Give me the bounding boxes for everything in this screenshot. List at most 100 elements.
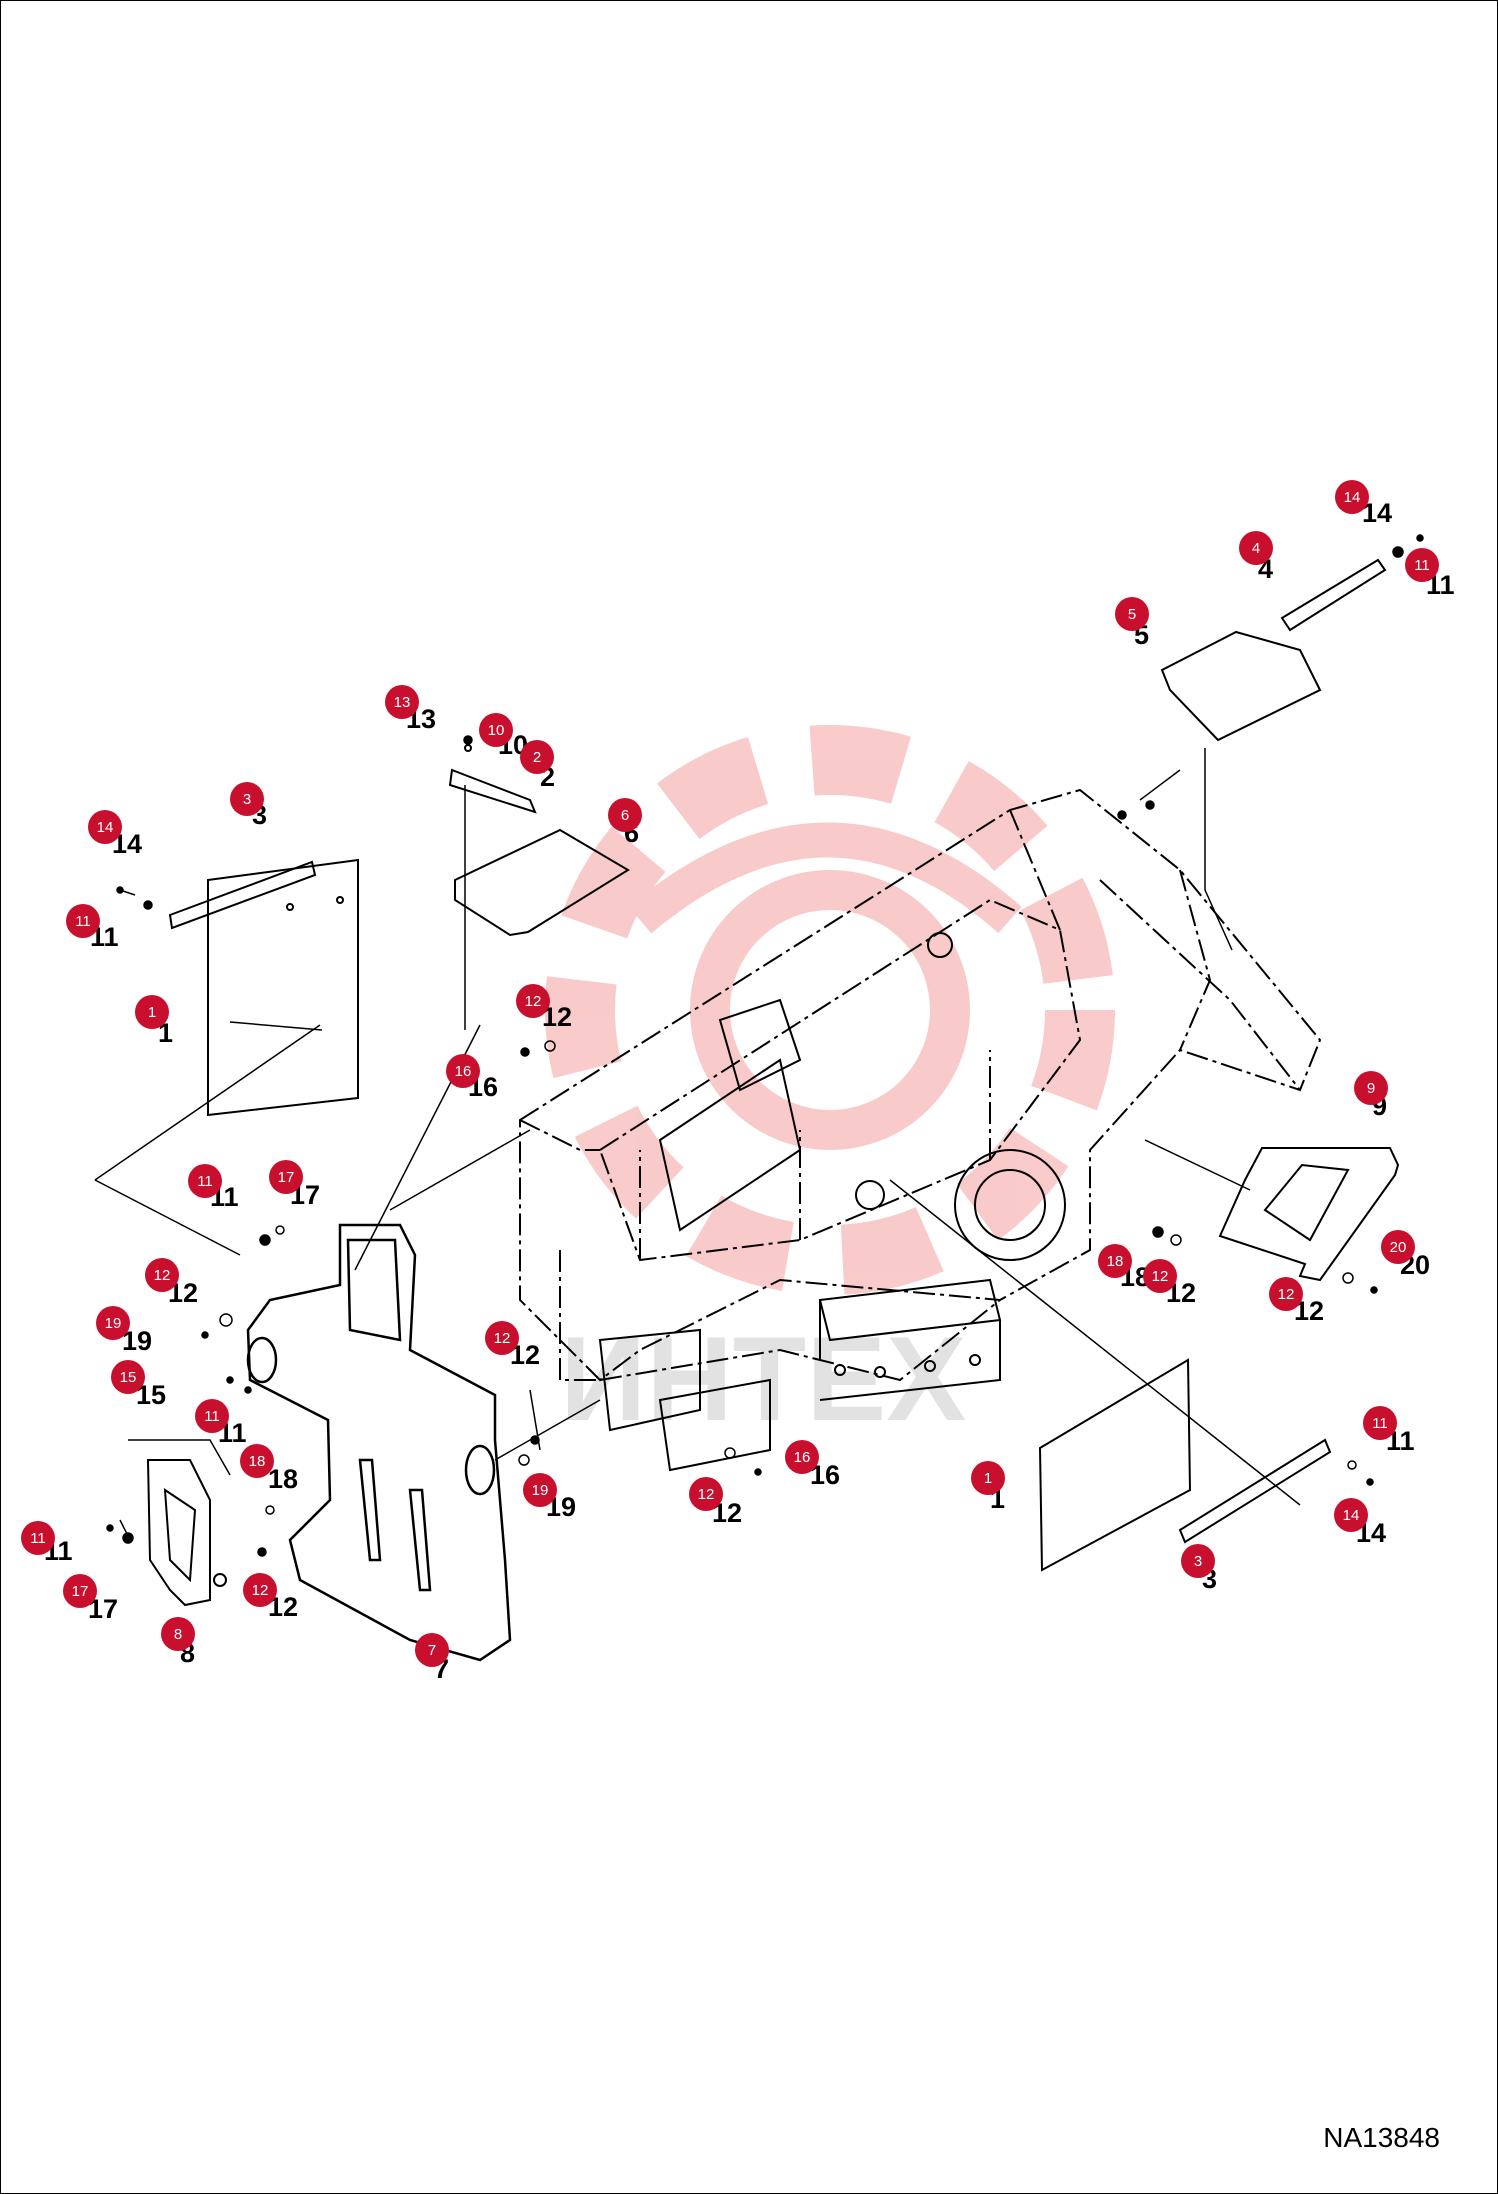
callout-label: 19 xyxy=(105,1315,122,1332)
hardware-fasteners xyxy=(106,534,1424,1557)
callout-label: 11 xyxy=(1414,557,1430,574)
callout-label: 17 xyxy=(72,1583,89,1600)
callout-badge-icon xyxy=(240,1444,274,1478)
callout-label: 9 xyxy=(1367,1080,1375,1097)
callout-c-5[interactable]: 55 xyxy=(1115,597,1149,650)
part-6-plate xyxy=(454,828,630,937)
callout-label: 12 xyxy=(1152,1268,1169,1285)
callout-badge-icon xyxy=(145,1258,179,1292)
callout-badge-icon xyxy=(479,713,513,747)
callout-c-9[interactable]: 99 xyxy=(1354,1071,1388,1121)
callout-badge-icon xyxy=(1335,480,1369,514)
part-1-right-panel xyxy=(1038,1358,1192,1572)
callout-label: 1 xyxy=(148,1004,156,1021)
drawing-number: NA13848 xyxy=(1323,2122,1440,2153)
callout-c-1-l[interactable]: 11 xyxy=(135,995,173,1048)
callout-badge-icon xyxy=(1115,597,1149,631)
callout-label: 20 xyxy=(1390,1239,1407,1256)
callout-label: 12 xyxy=(1278,1286,1295,1303)
callout-badge-icon xyxy=(1405,548,1439,582)
callout-label: 4 xyxy=(1252,540,1260,557)
callout-badge-icon xyxy=(269,1160,303,1194)
callout-c-3-r[interactable]: 33 xyxy=(1181,1544,1217,1594)
callout-label: 16 xyxy=(794,1449,811,1466)
callout-label: 3 xyxy=(1194,1553,1202,1570)
callout-label: 12 xyxy=(494,1330,511,1347)
callout-c-3-l[interactable]: 33 xyxy=(230,782,267,830)
callout-label: 8 xyxy=(174,1626,182,1643)
callout-badge-icon xyxy=(689,1477,723,1511)
callout-label: 16 xyxy=(455,1063,472,1080)
callout-badge-icon xyxy=(188,1164,222,1198)
callout-label: 12 xyxy=(154,1267,171,1284)
callout-badge-icon xyxy=(1269,1277,1303,1311)
callout-label: 18 xyxy=(1107,1253,1124,1270)
callout-badge-icon xyxy=(135,995,169,1029)
callout-badge-icon xyxy=(230,782,264,816)
main-frame xyxy=(519,788,1322,1382)
callout-c-6[interactable]: 66 xyxy=(608,798,642,848)
callout-c-1-r[interactable]: 11 xyxy=(971,1461,1005,1514)
part-9-plate xyxy=(1218,1147,1400,1282)
callout-c-4[interactable]: 44 xyxy=(1239,531,1273,584)
part-7-bracket xyxy=(246,1223,512,1662)
callout-badge-icon xyxy=(1381,1230,1415,1264)
watermark-gear-icon xyxy=(545,725,1115,1295)
callout-label: 10 xyxy=(488,722,505,739)
part-2-bracket xyxy=(448,744,537,814)
callout-badge-icon xyxy=(21,1521,55,1555)
frame-inner-details xyxy=(598,932,1066,1472)
callout-label: 13 xyxy=(394,694,411,711)
callout-label: 19 xyxy=(532,1482,549,1499)
callout-badge-icon xyxy=(446,1054,480,1088)
callout-label: 11 xyxy=(197,1173,213,1190)
callout-label: 6 xyxy=(621,807,629,824)
callout-label: 14 xyxy=(1344,489,1361,506)
callout-label: 14 xyxy=(97,819,114,836)
callout-label: 12 xyxy=(252,1582,269,1599)
callout-badge-icon xyxy=(385,685,419,719)
callout-badge-icon xyxy=(785,1440,819,1474)
callout-badge-icon xyxy=(1098,1244,1132,1278)
callout-badge-icon xyxy=(195,1399,229,1433)
callout-badge-icon xyxy=(1334,1498,1368,1532)
part-5-plate xyxy=(1160,630,1322,742)
callout-label: 7 xyxy=(428,1642,436,1659)
callout-label: 12 xyxy=(698,1486,715,1503)
callout-c-2[interactable]: 22 xyxy=(520,740,555,792)
part-1-left-panel xyxy=(168,858,359,1117)
part-3-right-bar xyxy=(1178,1438,1332,1544)
callout-c-8[interactable]: 88 xyxy=(161,1617,195,1668)
callout-c-7[interactable]: 77 xyxy=(415,1633,449,1684)
callout-label: 15 xyxy=(120,1369,137,1386)
